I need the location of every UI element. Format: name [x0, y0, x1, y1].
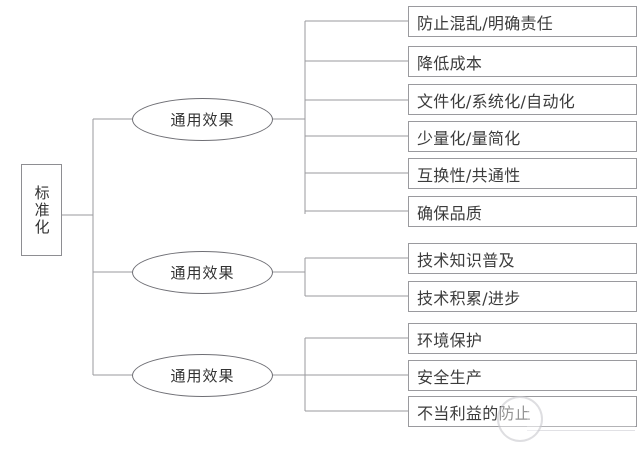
leaf-label: 确保品质 — [417, 203, 483, 223]
leaf-node[interactable]: 降低成本 — [408, 46, 637, 77]
branch-node-3-label: 通用效果 — [170, 367, 235, 385]
watermark-circle-icon — [497, 396, 543, 442]
leaf-label: 互换性/共通性 — [417, 165, 521, 185]
leaf-label: 文件化/系统化/自动化 — [417, 91, 576, 111]
leaf-node[interactable]: 技术积累/进步 — [408, 281, 637, 312]
leaf-node[interactable]: 少量化/量简化 — [408, 121, 637, 152]
leaf-node[interactable]: 文件化/系统化/自动化 — [408, 84, 637, 115]
leaf-label: 降低成本 — [417, 53, 483, 73]
leaf-label: 技术知识普及 — [417, 250, 515, 270]
leaf-node[interactable]: 技术知识普及 — [408, 243, 637, 274]
branch-node-1[interactable]: 通用效果 — [132, 98, 273, 141]
leaf-node[interactable]: 互换性/共通性 — [408, 158, 637, 189]
leaf-label: 安全生产 — [417, 367, 483, 387]
leaf-label: 技术积累/进步 — [417, 288, 521, 308]
leaf-label: 防止混乱/明确责任 — [417, 13, 554, 33]
leaf-node[interactable]: 防止混乱/明确责任 — [408, 6, 637, 37]
branch-node-1-label: 通用效果 — [170, 111, 235, 129]
leaf-node[interactable]: 环境保护 — [408, 323, 637, 354]
branch-node-2-label: 通用效果 — [170, 264, 235, 282]
root-node[interactable]: 标准化 — [21, 164, 62, 256]
leaf-node[interactable]: 确保品质 — [408, 196, 637, 227]
root-node-label: 标准化 — [32, 184, 51, 236]
branch-node-3[interactable]: 通用效果 — [132, 354, 273, 397]
watermark-artifact-tail — [527, 400, 635, 431]
leaf-label: 少量化/量简化 — [417, 128, 521, 148]
leaf-label: 环境保护 — [417, 330, 483, 350]
leaf-node[interactable]: 安全生产 — [408, 360, 637, 391]
branch-node-2[interactable]: 通用效果 — [132, 251, 273, 294]
